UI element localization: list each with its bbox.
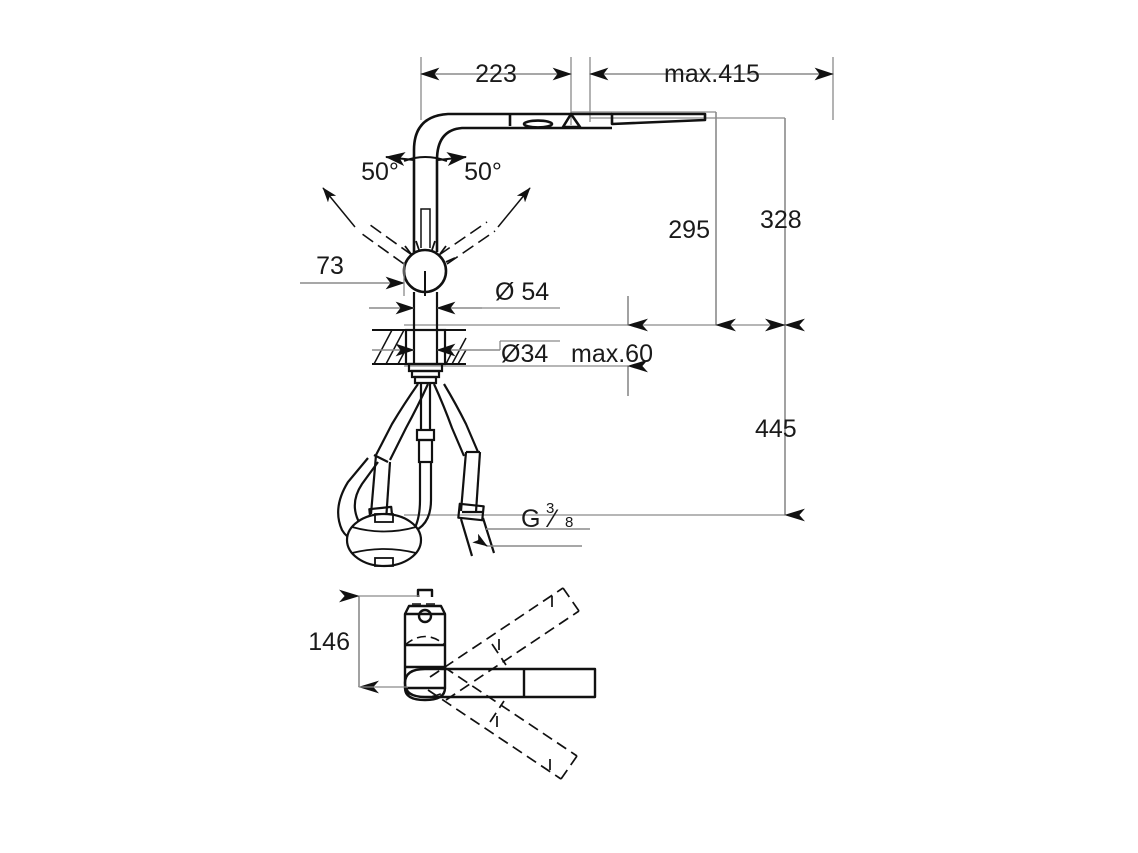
dimension-328: 328 <box>760 118 805 332</box>
counterweight-bands <box>351 513 417 567</box>
side-view-lever-down-dashed <box>427 666 578 780</box>
pivot-joint <box>402 248 448 296</box>
dimension-max60: max.60 <box>571 296 653 396</box>
dim-295-label: 295 <box>668 216 710 244</box>
side-view-body <box>403 588 447 702</box>
dim-max415-label: max.415 <box>664 60 760 88</box>
faucet-main-body <box>412 112 707 252</box>
dim-445-label: 445 <box>755 415 797 443</box>
thread-label-G38: G 3 ⁄ 8 <box>521 500 573 533</box>
angle-leader-lines <box>322 187 531 228</box>
swivel-angle-guides <box>357 221 496 265</box>
extension-lines <box>404 57 834 516</box>
dimension-d34: Ø34 <box>372 340 560 368</box>
thread-prefix: G <box>521 505 540 533</box>
dim-d54-label: Ø 54 <box>495 278 549 306</box>
dimension-d54: Ø 54 <box>369 278 560 315</box>
dimension-295: 295 <box>668 112 736 332</box>
dimension-146: 146 <box>308 589 420 694</box>
dim-146-label: 146 <box>308 628 350 656</box>
dim-angle-right-label: 50° <box>464 158 502 186</box>
dim-328-label: 328 <box>760 206 802 234</box>
dim-73-label: 73 <box>316 252 344 280</box>
side-view-body-dashed <box>404 603 446 698</box>
dimension-445: 445 <box>755 318 805 522</box>
thread-numerator: 3 <box>546 500 554 517</box>
dimension-73: 73 <box>300 252 405 296</box>
dim-max60-label: max.60 <box>571 340 653 368</box>
thread-label-leader <box>472 528 590 547</box>
dimension-223: 223 <box>420 60 572 88</box>
spout-inner-detail <box>420 208 431 248</box>
side-view-lever-center <box>403 667 597 699</box>
shank-and-deck <box>404 292 447 385</box>
side-view-lever-up-dashed <box>429 587 580 701</box>
angle-arc-top <box>385 152 467 166</box>
thread-denominator: 8 <box>565 514 573 531</box>
dim-223-label: 223 <box>475 60 517 88</box>
dimension-max415: max.415 <box>589 60 834 88</box>
dim-d34-label: Ø34 <box>501 340 548 368</box>
dim-angle-left-label: 50° <box>361 158 399 186</box>
countertop-hatching <box>372 329 467 365</box>
